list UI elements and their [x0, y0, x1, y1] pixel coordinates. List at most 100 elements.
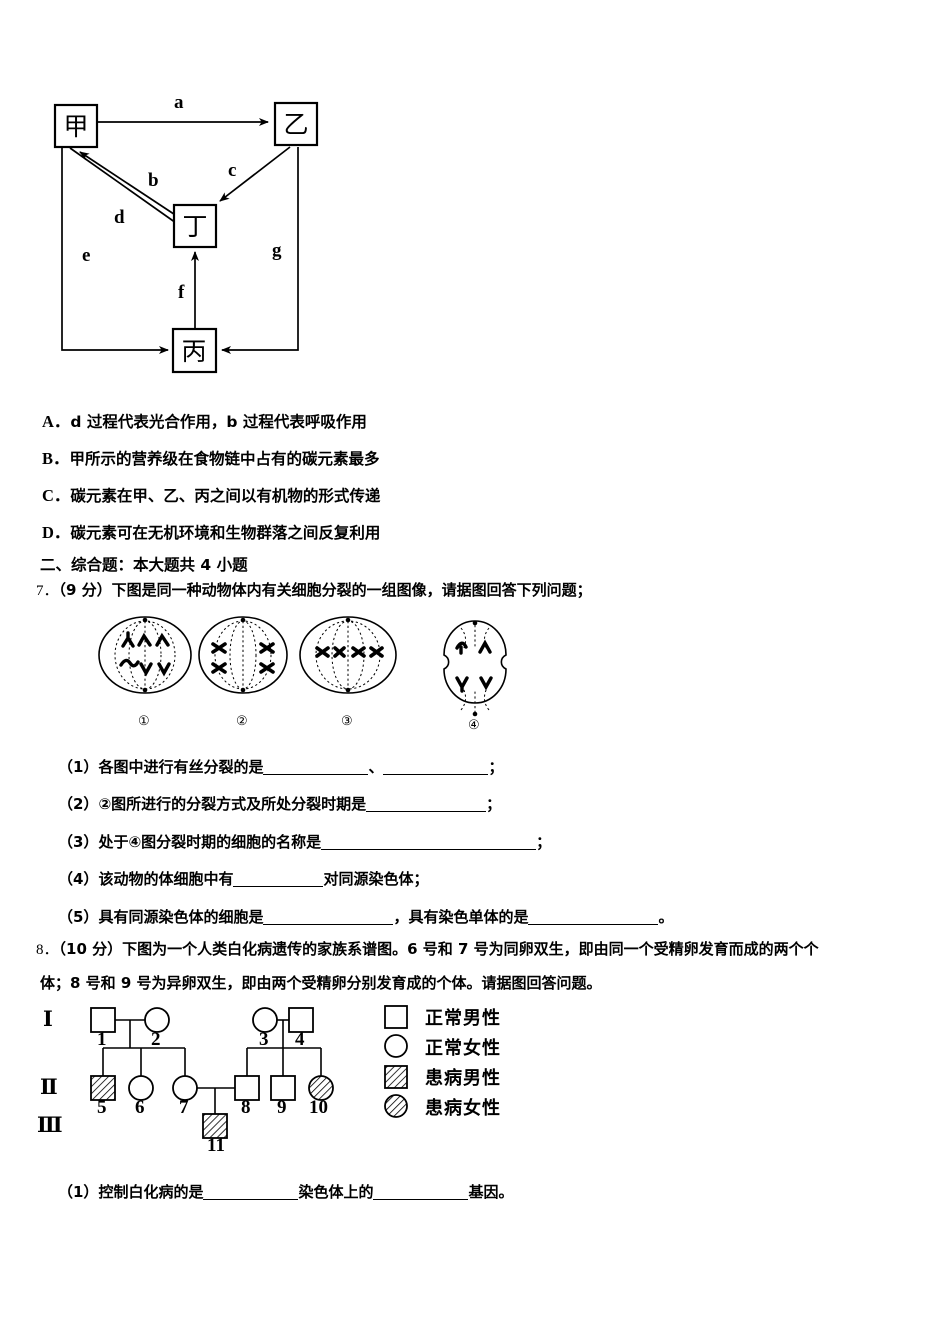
- node-box-ding: [172, 203, 218, 249]
- option-b: B．甲所示的营养级在食物链中占有的碳元素最多: [42, 445, 380, 469]
- pedigree-number-4: 4: [295, 1029, 305, 1050]
- sub-1-text: 各图中进行有丝分裂的是: [98, 758, 264, 776]
- pedigree-number-8: 8: [241, 1097, 251, 1118]
- sub-3-after: ；: [536, 833, 552, 851]
- legend-symbol-normal-male: [384, 1005, 408, 1029]
- pedigree-number-9: 9: [277, 1097, 287, 1118]
- option-b-text: 甲所示的营养级在食物链中占有的碳元素最多: [69, 450, 380, 468]
- cell-division-figure: ① ② ③ ④: [95, 612, 515, 737]
- cell-figure-label-4: ④: [468, 717, 480, 732]
- pedigree-individual-2: [144, 1007, 170, 1033]
- question-7-sub-4: （4）该动物的体细胞中有对同源染色体；: [58, 868, 428, 889]
- sub-5-blank-1[interactable]: [263, 909, 394, 925]
- sub-2-prefix: （2）: [58, 795, 99, 813]
- sub-1-blank-1[interactable]: [263, 759, 369, 775]
- option-a: A．d 过程代表光合作用，b 过程代表呼吸作用: [42, 408, 367, 432]
- node-label-jia: 甲: [63, 114, 88, 141]
- pedigree-individual-1: [90, 1007, 116, 1033]
- sub-2-text: ②图所进行的分裂方式及所处分裂时期是: [98, 795, 367, 813]
- sub-2-after: ；: [486, 795, 502, 813]
- legend-label-affected-male: 患病男性: [425, 1068, 501, 1089]
- flow-label-c: c: [228, 160, 236, 181]
- sub-1-after: ；: [488, 758, 504, 776]
- question-7-text: （9 分）下图是同一种动物体内有关细胞分裂的一组图像，请据图回答下列问题；: [58, 581, 592, 599]
- pedigree-individual-6: [128, 1075, 154, 1101]
- sub-5-after: 。: [658, 908, 674, 926]
- question-8-stem-line-1: 8．（10 分）下图为一个人类白化病遗传的家族系谱图。6 号和 7 号为同卵双生…: [36, 938, 819, 959]
- cell-4-membrane: [443, 620, 507, 704]
- option-c: C．碳元素在甲、乙、丙之间以有机物的形式传递: [42, 482, 380, 506]
- sub-4-after: 对同源染色体；: [323, 870, 429, 888]
- pedigree-individual-5: [90, 1075, 116, 1101]
- question-8-sub-1: （1）控制白化病的是染色体上的基因。: [58, 1181, 513, 1202]
- option-c-letter: C．: [42, 486, 71, 505]
- sub-1-mid: 、: [368, 758, 384, 776]
- node-box-jia: [53, 103, 99, 149]
- pedigree-individual-8: [234, 1075, 260, 1101]
- node-label-bing: 丙: [181, 339, 206, 366]
- section-header: 二、综合题：本大题共 4 小题: [40, 556, 248, 574]
- sub-4-blank-1[interactable]: [233, 871, 324, 887]
- option-d-letter: D．: [42, 523, 71, 542]
- cell-figure-label-1: ①: [138, 713, 150, 728]
- q8-sub-1-after: 基因。: [468, 1183, 514, 1201]
- flow-label-d: d: [114, 207, 125, 228]
- cell-2-membrane: [198, 616, 288, 694]
- sub-2-blank-1[interactable]: [366, 796, 487, 812]
- sub-5-blank-2[interactable]: [528, 909, 659, 925]
- generation-label-2: Ⅱ: [40, 1075, 58, 1099]
- pedigree-individual-4: [288, 1007, 314, 1033]
- option-d-text: 碳元素可在无机环境和生物群落之间反复利用: [70, 524, 381, 542]
- q8-sub-1-blank-1[interactable]: [203, 1184, 299, 1200]
- cell-1-membrane: [98, 616, 192, 694]
- legend-label-affected-female: 患病女性: [425, 1098, 501, 1119]
- legend-label-normal-female: 正常女性: [425, 1038, 501, 1059]
- question-8-stem-line-2: 体；8 号和 9 号为异卵双生，即由两个受精卵分别发育成的个体。请据图回答问题。: [40, 974, 602, 992]
- flow-label-e: e: [82, 245, 90, 266]
- flow-label-g: g: [272, 240, 282, 261]
- pedigree-individual-11: [202, 1113, 228, 1139]
- pedigree-individual-3: [252, 1007, 278, 1033]
- cell-3-membrane: [299, 616, 397, 694]
- pedigree-individual-9: [270, 1075, 296, 1101]
- carbon-cycle-diagram: 甲 乙 丁 丙 a b c d e f g: [40, 80, 380, 390]
- legend-symbol-normal-female: [384, 1034, 408, 1058]
- generation-label-1: Ⅰ: [43, 1007, 53, 1031]
- sub-4-prefix: （4）: [58, 870, 99, 888]
- node-label-ding: 丁: [182, 214, 207, 241]
- question-7-sub-2: （2）②图所进行的分裂方式及所处分裂时期是 ；: [58, 793, 501, 814]
- question-7-sub-3: （3）处于④图分裂时期的细胞的名称是；: [58, 831, 551, 852]
- question-7-number: 7．: [36, 583, 59, 599]
- sub-5-prefix: （5）: [58, 908, 99, 926]
- question-8-text-1: （10 分）下图为一个人类白化病遗传的家族系谱图。6 号和 7 号为同卵双生，即…: [58, 940, 819, 958]
- flow-label-f: f: [178, 282, 185, 303]
- sub-5-mid: ，具有染色单体的是: [393, 908, 529, 926]
- question-7-sub-5: （5）具有同源染色体的细胞是，具有染色单体的是。: [58, 906, 673, 927]
- pedigree-individual-10: [308, 1075, 334, 1101]
- cell-figure-label-2: ②: [236, 713, 248, 728]
- cell-division-svg: [98, 616, 507, 717]
- question-7-sub-1: （1）各图中进行有丝分裂的是 、 ；: [58, 756, 503, 777]
- pedigree-number-5: 5: [97, 1097, 107, 1118]
- q8-sub-1-blank-2[interactable]: [373, 1184, 469, 1200]
- pedigree-number-2: 2: [151, 1029, 161, 1050]
- sub-1-prefix: （1）: [58, 758, 99, 776]
- legend-symbol-affected-male: [384, 1065, 408, 1089]
- sub-3-prefix: （3）: [58, 833, 99, 851]
- sub-1-blank-2[interactable]: [383, 759, 489, 775]
- pedigree-individual-7: [172, 1075, 198, 1101]
- pedigree-number-1: 1: [97, 1029, 107, 1050]
- pedigree-number-7: 7: [179, 1097, 189, 1118]
- flow-label-b: b: [148, 170, 159, 191]
- q8-sub-1-text: 控制白化病的是: [98, 1183, 204, 1201]
- legend-label-normal-male: 正常男性: [425, 1008, 501, 1029]
- option-a-text: d 过程代表光合作用，b 过程代表呼吸作用: [70, 413, 367, 431]
- question-8-number: 8．: [36, 942, 59, 958]
- sub-3-blank-1[interactable]: [321, 834, 537, 850]
- generation-label-3: Ⅲ: [37, 1113, 63, 1137]
- pedigree-number-11: 11: [207, 1135, 225, 1156]
- pedigree-svg: [90, 1005, 408, 1139]
- option-a-letter: A．: [42, 412, 71, 431]
- legend-symbol-affected-female: [384, 1094, 408, 1118]
